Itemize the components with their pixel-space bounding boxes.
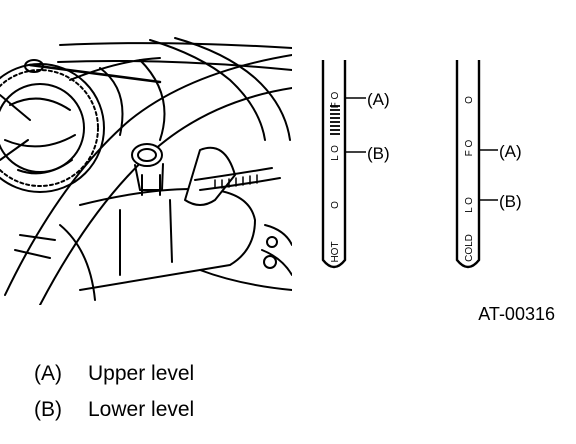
hot-gauge-callout-a: (A) [367, 90, 390, 109]
cold-gauge: O F O L O COLD (A) (B) [455, 60, 522, 269]
diagonal-hose [4, 54, 292, 305]
cold-gauge-mark-o: O [464, 96, 475, 104]
radiator-top [57, 42, 292, 81]
fan-gear [0, 63, 105, 193]
cold-gauge-end-label: COLD [464, 234, 475, 262]
legend-text: Upper level [88, 362, 195, 385]
legend-key: (A) [34, 362, 62, 385]
hot-gauge-callout-b: (B) [367, 144, 390, 163]
hot-gauge-mark-f: F O [330, 91, 341, 108]
cold-gauge-mark-l: L O [464, 197, 475, 213]
hot-gauge-mark-l: L O [330, 145, 341, 161]
legend-item: (A) Upper level [34, 362, 194, 386]
hot-gauge-end-label: HOT [330, 241, 341, 262]
legend-item: (B) Lower level [34, 398, 194, 422]
hot-gauge-mark-o: O [330, 201, 341, 209]
cold-gauge-callout-a: (A) [499, 142, 522, 161]
legend-text: Lower level [88, 398, 195, 421]
legend-key: (B) [34, 398, 62, 421]
engine-illustration [0, 37, 292, 305]
cold-gauge-mark-f: F O [464, 139, 475, 156]
figure-id: AT-00316 [478, 304, 555, 324]
hot-gauge: F O L O O HOT (A) (B) [321, 60, 390, 269]
upper-hose [149, 37, 291, 141]
cold-gauge-callout-b: (B) [499, 192, 522, 211]
lower-body [79, 188, 256, 291]
hot-gauge-hatch [330, 105, 340, 135]
filler-cap [131, 143, 164, 196]
dipstick-rod [28, 63, 162, 84]
